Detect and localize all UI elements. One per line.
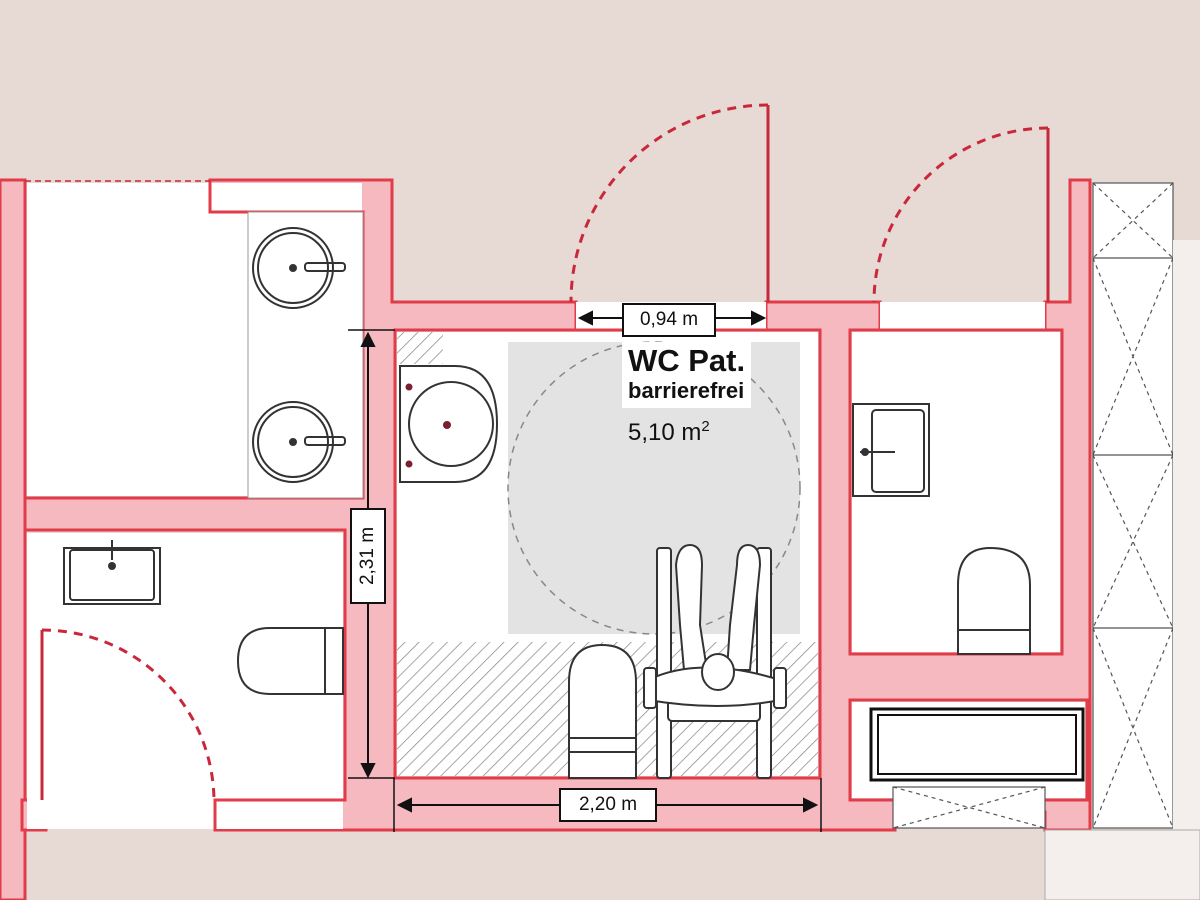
washbasin-icon [63, 540, 161, 605]
exterior-edge [1173, 240, 1200, 900]
room-label: WC Pat. barrierefrei [622, 342, 752, 408]
door-swing-icon [40, 628, 216, 801]
door-swing-icon [569, 103, 770, 303]
room-area-exponent: 2 [701, 418, 710, 435]
door-swing-icon [872, 126, 1050, 303]
washbasin-icon [252, 401, 346, 483]
room-title: WC Pat. [628, 343, 746, 378]
room-depth-label: 2,31 m [350, 508, 386, 604]
bathtub-icon [869, 707, 1085, 782]
wheelchair-user-icon [643, 543, 787, 779]
room-subtitle: barrierefrei [628, 378, 745, 403]
washbasin-icon [252, 227, 346, 309]
toilet-icon [568, 643, 637, 779]
exterior-edge [1044, 829, 1200, 900]
vanity-counter [247, 211, 364, 499]
washbasin-icon [399, 365, 499, 483]
hatched-zone [397, 332, 443, 364]
washbasin-icon [852, 403, 930, 497]
room-depth-text: 2,31 m [357, 526, 378, 586]
toilet-icon [236, 627, 344, 695]
toilet-icon [957, 546, 1031, 655]
door-width-label: 0,94 m [622, 303, 716, 337]
room-area: 5,10 m2 [628, 418, 710, 447]
shaft [892, 182, 1174, 829]
turning-circle-icon [507, 341, 801, 635]
room-area-value: 5,10 m [628, 419, 702, 446]
room-width-label: 2,20 m [559, 788, 657, 822]
